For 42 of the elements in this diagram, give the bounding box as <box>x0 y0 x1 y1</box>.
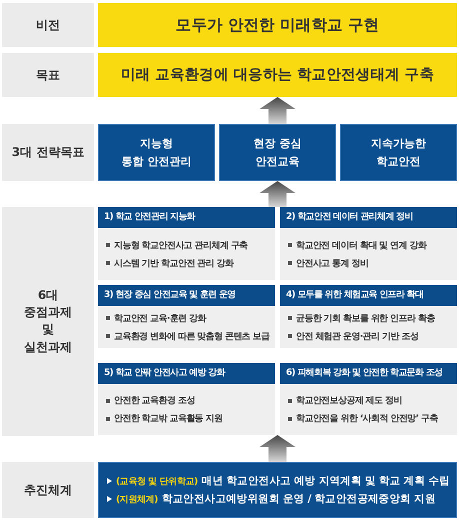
task-card <box>98 363 275 435</box>
goal-banner: 미래 교육환경에 대응하는 학교안전생태계 구축 <box>98 53 457 97</box>
plan-text: 매년 학교안전사고 예방 지역계획 및 학교 계획 수립 <box>202 474 450 488</box>
strategic-goal: 지속가능한 학교안전 <box>340 124 457 181</box>
row-heading: 비전 <box>2 3 94 47</box>
row-heading: 목표 <box>2 53 94 97</box>
task-item: 균등한 기회 확보를 위한 인프라 확충 <box>296 312 435 324</box>
row-heading: 6대 중점과제 및 실천과제 <box>2 207 94 436</box>
arrow <box>260 97 296 124</box>
category-tag: (교육청 및 단위학교) <box>116 474 198 488</box>
strategic-goal: 현장 중심 안전교육 <box>219 124 336 181</box>
task-item: 지능형 학교안전사고 관리체계 구축 <box>114 240 248 252</box>
task-item: 시스템 기반 학교안전 관리 강화 <box>114 258 234 270</box>
strategic-goal: 지능형 통합 안전관리 <box>98 124 215 181</box>
implementation-panel <box>98 462 457 518</box>
row-heading: 3대 전략목표 <box>2 124 94 181</box>
task-item: 안전한 교육환경 조성 <box>114 395 195 407</box>
category-tag: (지원체계) <box>116 492 158 506</box>
task-item: 학교안전보상공제 제도 정비 <box>296 395 402 407</box>
task-heading: 1) 학교 안전관리 지능화 <box>98 207 275 228</box>
task-card <box>98 285 275 348</box>
plan-text: 학교안전사고예방위원회 운영 / 학교안전공제중앙회 지원 <box>162 492 436 506</box>
task-card <box>280 207 457 280</box>
task-heading: 6) 피해회복 강화 및 안전한 학교문화 조성 <box>280 363 457 384</box>
task-item: 학교안전을 위한 ‘사회적 안전망’ 구축 <box>296 412 438 425</box>
task-heading: 4) 모두를 위한 체험교육 인프라 확대 <box>280 285 457 306</box>
task-item: 교육환경 변화에 따른 맞춤형 콘텐츠 보급 <box>114 330 270 342</box>
task-heading: 2) 학교안전 데이터 관리체계 정비 <box>280 207 457 228</box>
task-item: 안전사고 통계 정비 <box>296 258 368 270</box>
task-item: 안전 체험관 운영·관리 기반 조성 <box>296 330 418 342</box>
task-item: 안전한 학교밖 교육활동 지원 <box>114 413 222 425</box>
task-card <box>98 207 275 280</box>
vision-banner: 모두가 안전한 미래학교 구현 <box>98 3 457 47</box>
arrow <box>260 435 296 462</box>
task-heading: 3) 현장 중심 안전교육 및 훈련 운영 <box>98 285 275 306</box>
row-heading: 추진체계 <box>2 462 94 518</box>
task-heading: 5) 학교 안팎 안전사고 예방 강화 <box>98 363 275 384</box>
arrow <box>260 181 296 207</box>
task-item: 학교안전 교육·훈련 강화 <box>114 312 206 324</box>
task-item: 학교안전 데이터 확대 및 연계 강화 <box>296 240 426 252</box>
task-card <box>280 285 457 348</box>
task-card <box>280 363 457 435</box>
